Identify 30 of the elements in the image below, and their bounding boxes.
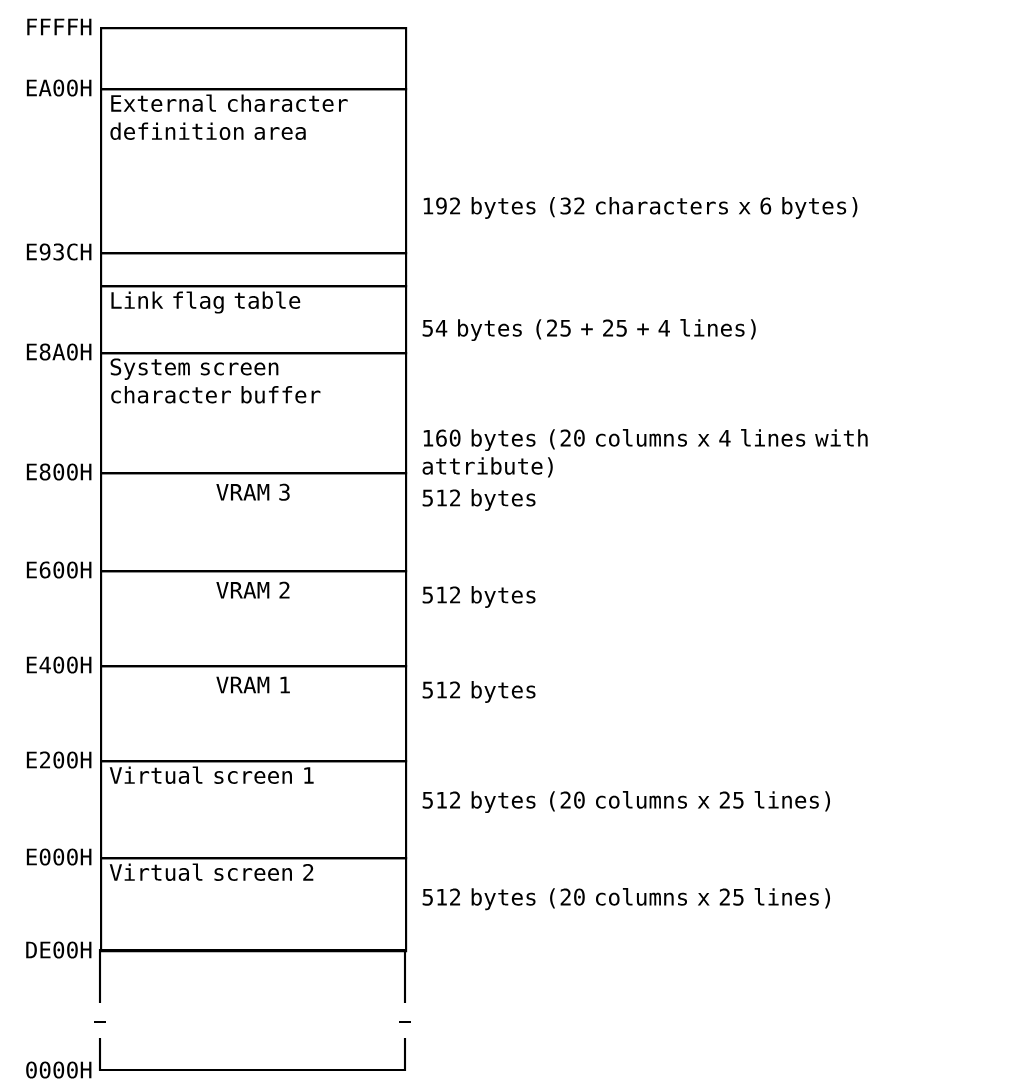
address-label: E800H	[26, 463, 92, 481]
memory-block: Virtual screen 2	[100, 857, 408, 953]
size-note: 512 bytes	[422, 489, 536, 511]
address-label: E93CH	[26, 243, 92, 261]
memory-block	[100, 252, 408, 288]
memory-block: VRAM 1	[100, 665, 408, 763]
size-note: 512 bytes	[422, 586, 536, 608]
address-label: EA00H	[26, 79, 92, 97]
address-label: E200H	[26, 751, 92, 769]
size-note: 54 bytes (25 + 25 + 4 lines)	[422, 319, 756, 342]
address-label: DE00H	[26, 941, 92, 959]
memory-block: System screen character buffer	[100, 352, 408, 475]
memory-block: Link flag table	[100, 285, 408, 355]
size-note: 512 bytes (20 columns x 25 lines)	[422, 888, 831, 911]
memory-block: VRAM 3	[100, 472, 408, 573]
size-note: 512 bytes	[422, 681, 536, 703]
size-note: 512 bytes (20 columns x 25 lines)	[422, 791, 831, 814]
memory-block: Virtual screen 1	[100, 760, 408, 860]
address-label: E400H	[26, 656, 92, 674]
size-note: 160 bytes (20 columns x 4 lines with attribute)	[422, 429, 868, 478]
memory-block: VRAM 2	[100, 570, 408, 668]
address-label: FFFFH	[27, 18, 92, 36]
address-label: E000H	[26, 848, 92, 866]
memory-block: External character definition area	[100, 88, 408, 255]
memory-block	[92, 948, 413, 1072]
address-label: 0000H	[26, 1061, 92, 1079]
size-note: 192 bytes (32 characters x 6 bytes)	[423, 197, 858, 219]
address-label: E600H	[26, 561, 92, 579]
address-label: E8A0H	[26, 343, 92, 361]
memory-block	[100, 27, 408, 91]
